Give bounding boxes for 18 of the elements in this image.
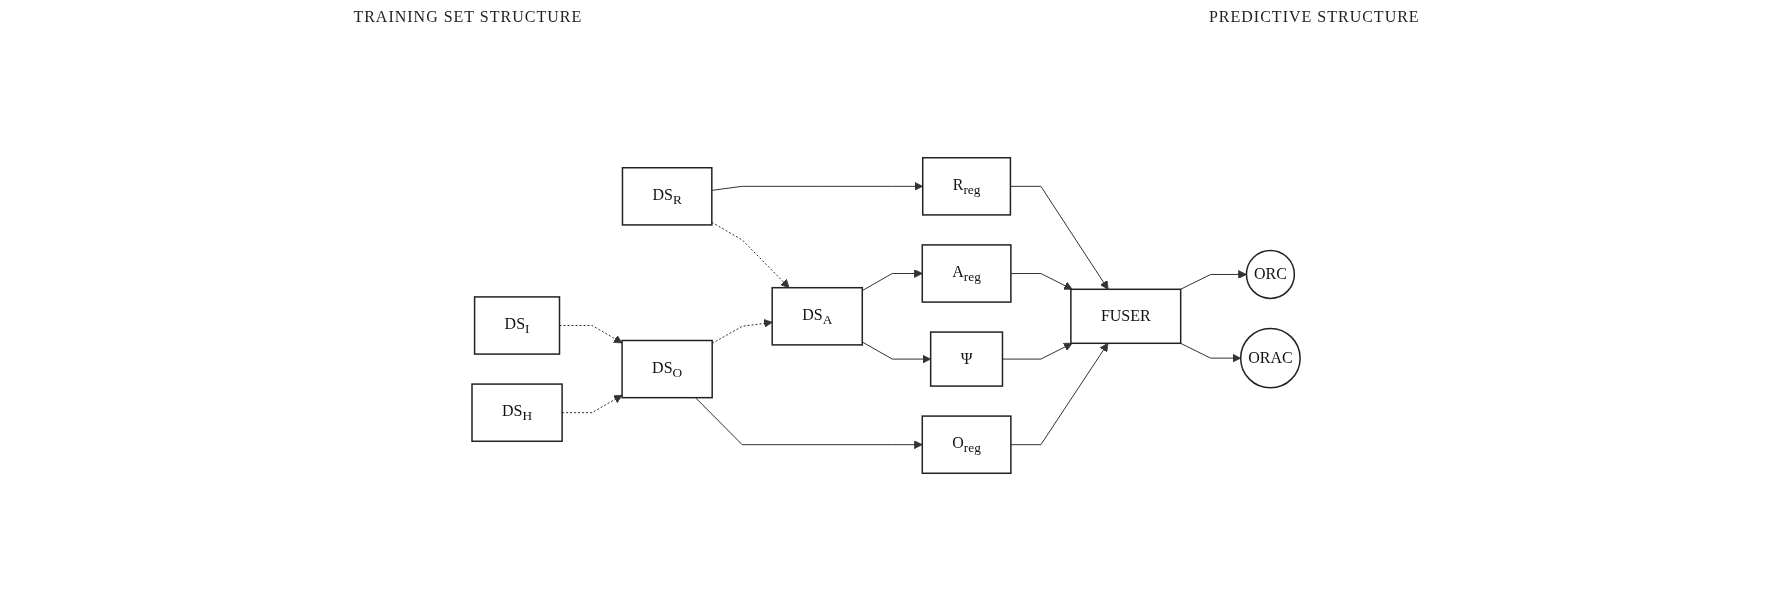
node-box: DS$_{I}$ [474, 296, 561, 355]
node-box: R$_{reg}$ [922, 157, 1012, 216]
node-box: DS$_{A}$ [771, 286, 864, 346]
node-box: Ψ [930, 331, 1004, 387]
arrow [1002, 342, 1074, 360]
node-circle: ORAC [1240, 327, 1302, 389]
node-box: FUSER [1070, 288, 1182, 345]
arrow [1010, 185, 1109, 290]
arrow [862, 341, 932, 364]
node-box: DS$_{R}$ [622, 167, 713, 226]
node-box: DS$_{H}$ [471, 383, 564, 442]
node-circle: ORC [1246, 249, 1296, 300]
node-box: A$_{reg}$ [921, 244, 1013, 303]
node-box: O$_{reg}$ [921, 415, 1013, 474]
section-heading: TRAINING SET STRUCTURE [353, 8, 583, 27]
node-box: DS$_{O}$ [621, 339, 714, 399]
section-heading: PREDICTIVE STRUCTURE [1208, 8, 1420, 27]
arrow [1180, 342, 1242, 363]
